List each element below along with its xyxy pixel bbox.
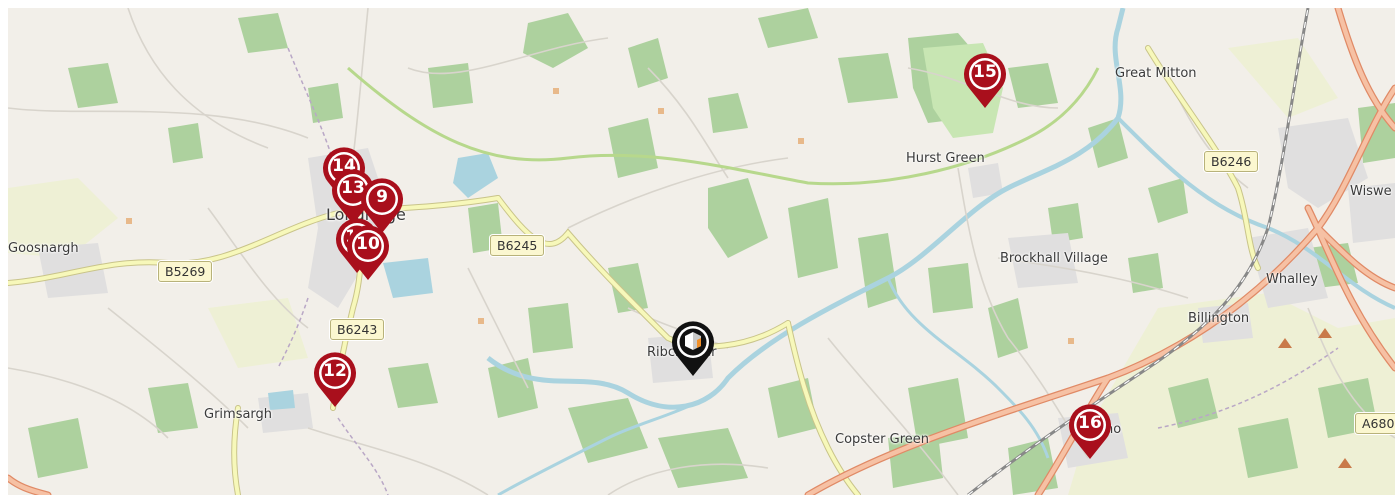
map-pin-icon — [1069, 404, 1111, 459]
place-label-billington: Billington — [1188, 311, 1250, 326]
place-label-wiswell: Wiswe — [1350, 184, 1392, 199]
map-pin-icon — [347, 225, 389, 280]
railway — [967, 8, 1310, 495]
road-shield-b6245: B6245 — [490, 235, 545, 256]
rivers — [486, 8, 1395, 495]
place-label-brockhall-village: Brockhall Village — [1000, 251, 1108, 266]
map-pin-icon — [361, 178, 403, 233]
map-pin-icon — [332, 169, 374, 224]
green-route — [347, 66, 1100, 186]
map-marker-12[interactable]: 12 — [310, 349, 360, 409]
map-base-layer — [8, 8, 1395, 495]
peak-icons — [1278, 328, 1352, 468]
place-label-whalley: Whalley — [1266, 272, 1318, 287]
poi-dots — [126, 88, 1074, 344]
place-label-hurst-green: Hurst Green — [906, 151, 985, 166]
water-bodies — [268, 153, 498, 410]
place-label-great-mitton: Great Mitton — [1115, 66, 1197, 81]
place-label-goosnargh: Goosnargh — [8, 241, 79, 256]
place-label-grimsargh: Grimsargh — [204, 407, 273, 422]
map-pin-icon — [964, 53, 1006, 108]
road-shield-b5269: B5269 — [158, 261, 213, 282]
minor-roads — [8, 8, 1395, 495]
road-shield-b6246: B6246 — [1204, 151, 1259, 172]
admin-boundary — [277, 47, 1339, 495]
map-marker-venue[interactable] — [668, 318, 718, 378]
map-canvas[interactable]: Goosnargh Longridge Grimsargh Ribchester… — [8, 8, 1395, 495]
map-marker-10[interactable]: 10 — [343, 222, 393, 282]
venue-logo-icon — [672, 321, 714, 376]
road-shield-b6243: B6243 — [330, 319, 385, 340]
map-marker-16[interactable]: 16 — [1065, 401, 1115, 461]
farmland-areas — [8, 38, 1395, 495]
map-marker-15[interactable]: 15 — [960, 50, 1010, 110]
map-marker-9[interactable]: 9 — [357, 175, 407, 235]
road-shield-a680: A680 — [1355, 413, 1395, 434]
woodland-areas — [28, 8, 1395, 495]
place-label-copster-green: Copster Green — [835, 432, 929, 447]
map-pin-icon — [314, 352, 356, 407]
